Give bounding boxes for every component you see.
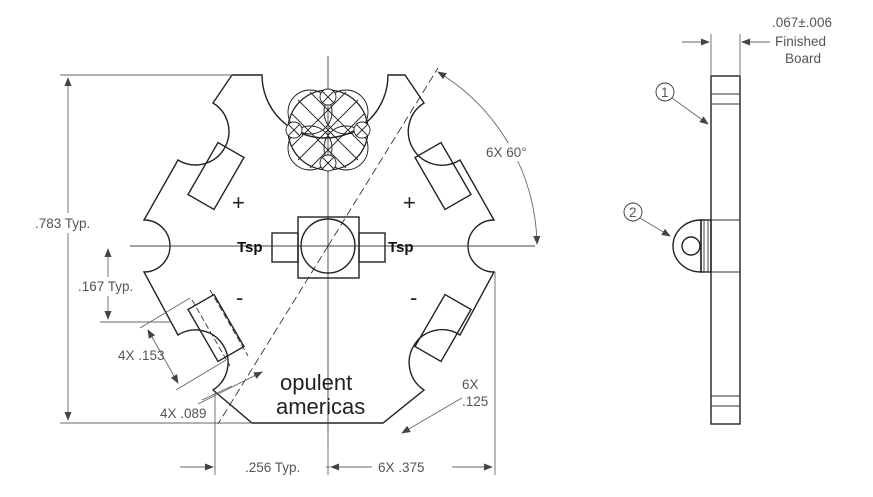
pad-upper-left xyxy=(187,141,245,211)
tsp-label-right: Tsp xyxy=(388,239,414,256)
pad-lower-left xyxy=(187,293,245,363)
dimensions-front: .783 Typ. .167 Typ. 4X .153 4X .089 6X 6… xyxy=(34,71,541,475)
pad-width-guide xyxy=(191,299,231,367)
board-outline xyxy=(142,74,496,424)
angle-label: 6X 60° xyxy=(486,145,527,160)
board-side xyxy=(710,75,741,425)
led-side-profile xyxy=(672,219,702,273)
minus-sign-left: - xyxy=(236,285,243,310)
thickness-label: .067±.006 xyxy=(772,15,832,30)
led-tab-right xyxy=(358,232,386,263)
pad-width-guide-2 xyxy=(209,289,249,357)
pad-length-label: 4X .153 xyxy=(118,348,165,363)
led-tab-left xyxy=(271,232,299,263)
bottom-right-label: 6X .375 xyxy=(378,460,425,475)
knot-hole-left xyxy=(285,121,303,139)
slot-radius-label: .125 xyxy=(462,394,488,409)
pad-upper-right xyxy=(414,141,472,211)
pad-length-dimension-line xyxy=(147,329,179,384)
center-line-diagonal-lower xyxy=(217,245,329,425)
thickness-note-1: Finished xyxy=(775,34,826,49)
led-side-base xyxy=(700,219,712,273)
callout-1-leader xyxy=(671,97,709,125)
side-view: .067±.006 Finished Board 1 2 xyxy=(623,15,832,425)
height-label: .783 Typ. xyxy=(35,216,90,231)
knot-logo xyxy=(285,88,371,172)
tsp-label-left: Tsp xyxy=(237,239,263,256)
pad-lower-right xyxy=(414,293,472,363)
brand-line-1: opulent xyxy=(280,370,352,395)
slot-radius-leader xyxy=(401,401,456,434)
brand-line-2: americas xyxy=(276,394,365,419)
callout-2: 2 xyxy=(623,202,671,237)
knot-hole-top xyxy=(319,88,337,106)
thickness-note-2: Board xyxy=(785,51,821,66)
pad-width-label: 4X .089 xyxy=(160,406,207,421)
svg-text:1: 1 xyxy=(661,85,669,100)
knot-hole-right xyxy=(353,121,371,139)
callout-1: 1 xyxy=(655,82,709,125)
led-side-dome xyxy=(681,236,701,256)
plus-sign-left: + xyxy=(232,190,245,215)
slot-radius-count-label: 6X xyxy=(462,377,479,392)
pad-width-dimension-line xyxy=(209,371,263,399)
plus-sign-right: + xyxy=(403,190,416,215)
offset-label: .167 Typ. xyxy=(78,279,133,294)
knot-hole-bottom xyxy=(319,154,337,172)
callout-2-leader xyxy=(639,217,671,237)
led-lens xyxy=(300,218,356,274)
minus-sign-right: - xyxy=(410,285,417,310)
svg-text:2: 2 xyxy=(629,205,637,220)
center-line-diagonal xyxy=(327,67,439,247)
bottom-left-label: .256 Typ. xyxy=(245,460,300,475)
led-body xyxy=(297,216,360,279)
